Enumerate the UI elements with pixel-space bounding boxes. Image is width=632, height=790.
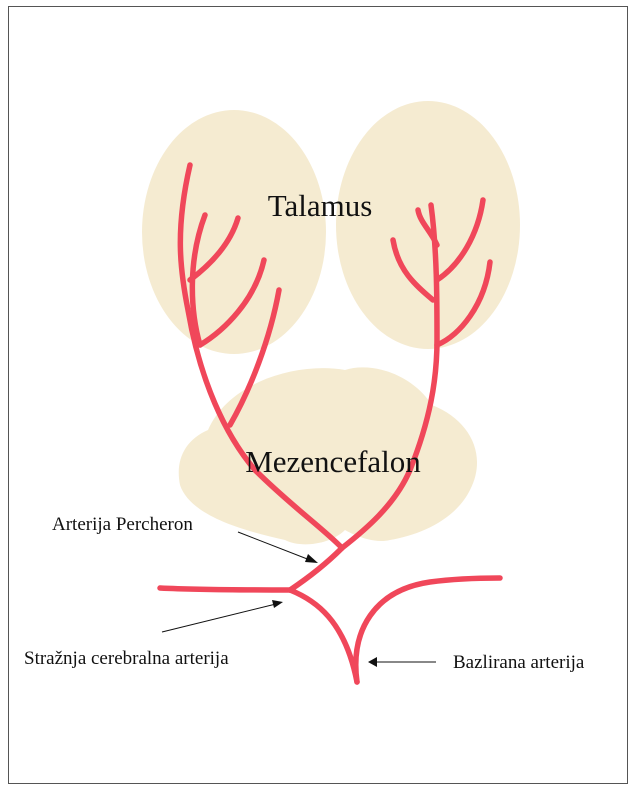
posterior-cerebral-pointer-line [162,603,280,632]
percheron-label: Arterija Percheron [52,514,193,535]
midbrain-label: Mezencefalon [245,444,421,479]
percheron-arrowhead [305,554,318,563]
left-posterior-cerebral-artery [160,588,290,590]
posterior-cerebral-arrowhead [272,600,283,608]
percheron-artery [290,548,342,590]
basilar-arrowhead [368,657,377,667]
basilar-label: Bazlirana arterija [453,652,585,673]
basilar-artery [290,590,357,682]
thalamus-label: Talamus [268,188,373,223]
posterior-cerebral-label: Stražnja cerebralna arterija [24,648,229,669]
